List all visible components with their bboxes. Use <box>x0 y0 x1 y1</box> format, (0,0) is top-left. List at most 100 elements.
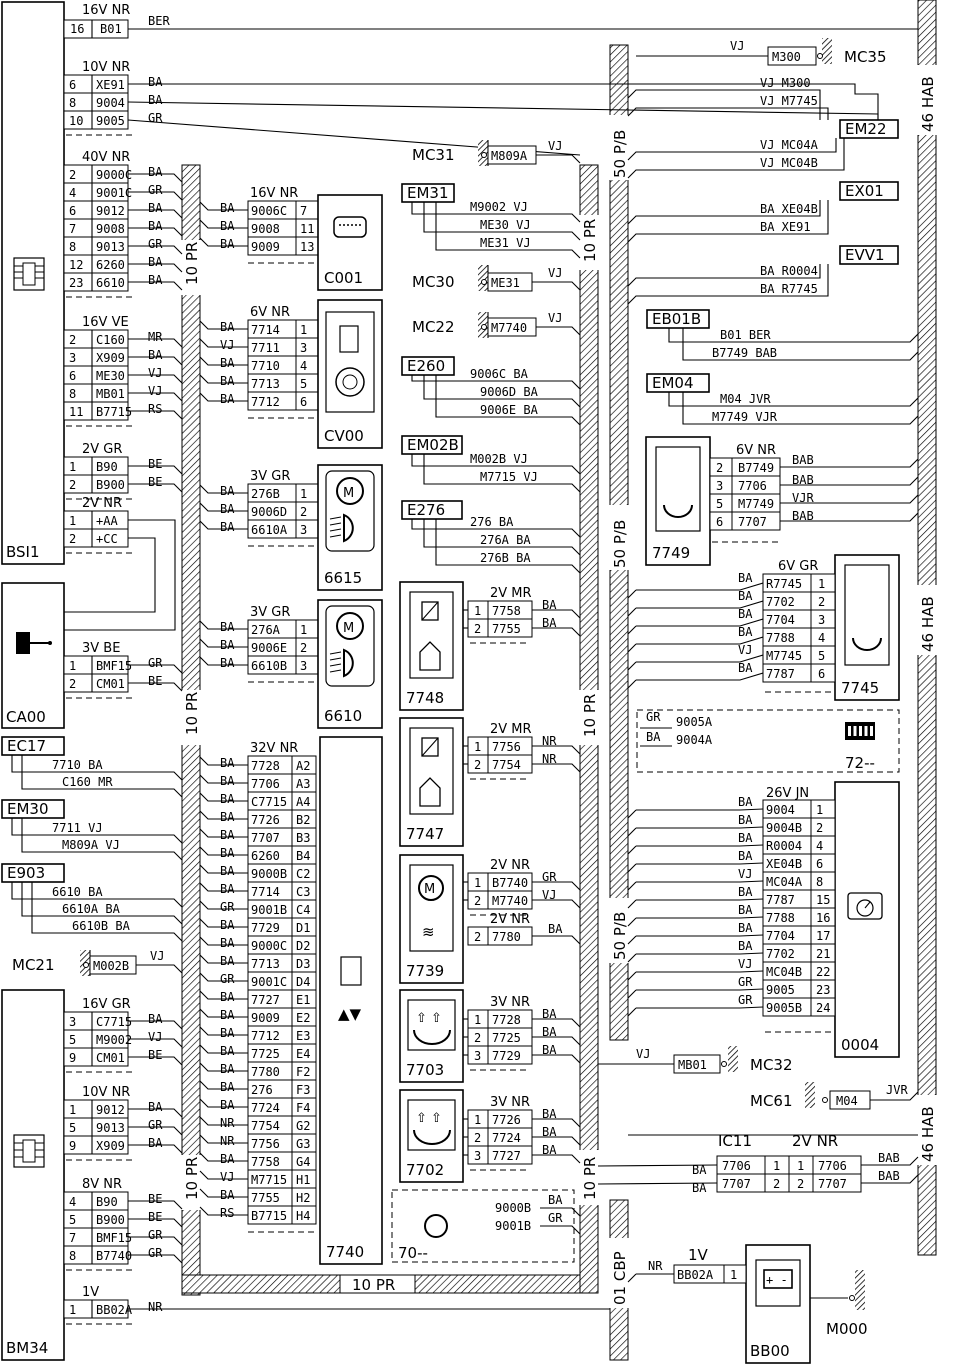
pin-number: D1 <box>296 921 310 935</box>
wire-code: 7756 <box>492 740 521 754</box>
wire-color: BA <box>148 219 163 233</box>
ground-name: M000 <box>826 1320 868 1338</box>
component-name: 7748 <box>406 689 444 707</box>
wire-code: 9006D <box>251 505 287 519</box>
pin-number: 8 <box>69 387 76 401</box>
icon-frame <box>409 727 454 815</box>
wire-color: GR <box>148 237 163 251</box>
wire-color: BA <box>692 1181 707 1195</box>
connector-header: 6V NR <box>250 305 290 320</box>
wire <box>627 971 637 981</box>
obd-socket-icon <box>333 216 367 238</box>
splice-wire-label: 276 BA <box>470 515 514 529</box>
wire <box>128 245 183 255</box>
bundle-label-hab-1: 46 HAB <box>919 76 937 132</box>
pin-number: 6 <box>69 204 76 218</box>
ground-wire-code: M04 <box>836 1094 858 1108</box>
wire <box>11 755 183 781</box>
chip-icon <box>340 956 362 986</box>
wire-color: BA <box>148 93 163 107</box>
ground-wire-code: M002B <box>93 959 129 973</box>
wire-code: 7755 <box>251 1191 280 1205</box>
wire <box>532 281 581 291</box>
pin-number: 1 <box>69 514 76 528</box>
wire <box>597 1164 718 1167</box>
pin-number: 2 <box>69 532 76 546</box>
wire <box>627 661 637 671</box>
pin-number: 4 <box>818 631 825 645</box>
component-name: 0004 <box>841 1036 879 1054</box>
wire <box>128 1056 183 1066</box>
battery-icon <box>763 1269 793 1289</box>
splice-name: EM02B <box>407 436 459 454</box>
wire <box>636 618 764 627</box>
wire <box>636 582 764 591</box>
splice-box <box>401 435 463 455</box>
wire-color: BE <box>148 475 162 489</box>
wire-color: BA <box>542 598 557 612</box>
wire <box>128 338 183 348</box>
pin-cell <box>810 997 836 1017</box>
wire-code: R7745 <box>766 577 802 591</box>
component-box <box>317 464 383 591</box>
pin-number: 8 <box>816 875 823 889</box>
pin-number: 2 <box>69 478 76 492</box>
wire <box>636 1006 764 1009</box>
wire <box>627 89 821 120</box>
pin-number: 1 <box>69 659 76 673</box>
pin-number: 1 <box>474 876 481 890</box>
splice-name: EM22 <box>845 120 887 138</box>
wire <box>199 1134 248 1144</box>
icon-frame <box>325 605 375 687</box>
ca00-box <box>1 582 65 729</box>
wire-color: BE <box>148 457 162 471</box>
wire <box>532 745 581 755</box>
splice-box <box>401 500 463 520</box>
suspension-arrows-icon: ⇧ ⇧ <box>416 1111 442 1126</box>
wire-color: BA <box>220 392 235 406</box>
pin-number: F2 <box>296 1065 310 1079</box>
splice-box <box>839 245 899 265</box>
wire <box>536 154 581 164</box>
wire-code: 7729 <box>251 921 280 935</box>
pin-number: 17 <box>816 929 830 943</box>
wire-code: ME30 <box>96 369 125 383</box>
bsi1-label: BSI1 <box>6 543 40 561</box>
wire <box>199 1098 248 1108</box>
wire-color: BA <box>738 589 753 603</box>
splice-wire-label: B7749 BAB <box>712 346 777 360</box>
wire <box>21 755 183 798</box>
wire-code: 7726 <box>492 1113 521 1127</box>
wire <box>627 107 829 120</box>
wire-code: XE04B <box>766 857 802 871</box>
wire <box>199 374 248 384</box>
wire-code: X909 <box>96 351 125 365</box>
wire <box>627 1273 637 1283</box>
ground-node <box>822 1097 828 1103</box>
wire <box>636 862 764 865</box>
ecu-chip-icon <box>13 1134 45 1168</box>
wire-code: BMF15 <box>96 659 132 673</box>
wire <box>636 880 764 883</box>
wire-color: BA <box>542 1025 557 1039</box>
wire <box>128 1218 183 1228</box>
wire-code: 7724 <box>492 1131 521 1145</box>
wire <box>199 1080 248 1090</box>
headlamp-icon <box>343 648 354 678</box>
component-name: 7747 <box>406 825 444 843</box>
ground-node <box>481 279 487 285</box>
wire-code: 6610A <box>251 523 288 537</box>
ground-symbol-icon <box>728 1046 738 1072</box>
wire-code: 7725 <box>251 1047 280 1061</box>
wire <box>423 375 581 408</box>
wire-color: BA <box>220 374 235 388</box>
bm34-box <box>1 989 65 1361</box>
wire <box>780 494 919 504</box>
connector-header: 3V GR <box>250 605 290 620</box>
wire-code: 276B <box>251 487 280 501</box>
wire-color: BA <box>220 990 235 1004</box>
splice-box <box>1 736 65 756</box>
